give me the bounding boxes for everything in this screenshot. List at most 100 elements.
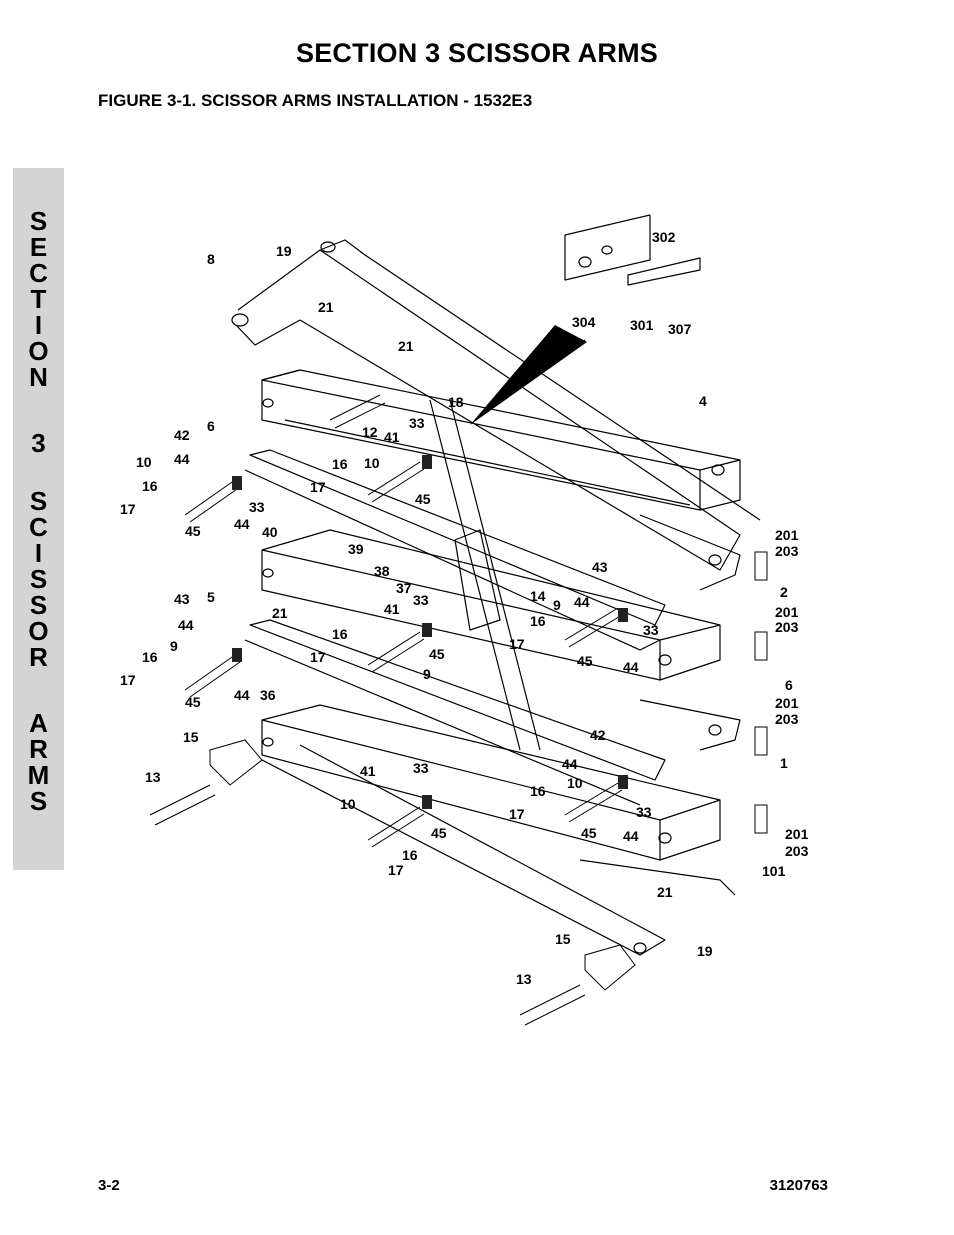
callout: 9 (423, 666, 431, 682)
side-tab-letter: A (29, 708, 48, 738)
callout: 45 (185, 523, 201, 539)
side-tab-letter: 3 (31, 428, 46, 458)
callout: 10 (364, 455, 380, 471)
callout: 37 (396, 580, 412, 596)
callout: 16 (332, 456, 348, 472)
figure-title: FIGURE 3-1. SCISSOR ARMS INSTALLATION - … (98, 91, 533, 110)
callout: 44 (623, 659, 639, 675)
callout: 16 (402, 847, 418, 863)
side-tab-letter: S (29, 486, 48, 516)
callout: 201 (785, 826, 809, 842)
callout: 101 (762, 863, 786, 879)
pin-parts (149, 394, 636, 1026)
callout: 21 (398, 338, 414, 354)
callout: 10 (136, 454, 152, 470)
side-tab-letter: E (29, 232, 48, 262)
callout: 41 (360, 763, 376, 779)
callout: 44 (623, 828, 639, 844)
callout: 201 (775, 527, 799, 543)
callout: 44 (178, 617, 194, 633)
callout: 9 (170, 638, 178, 654)
side-tab-letter: M (27, 760, 50, 790)
callout: 33 (413, 760, 429, 776)
callout: 45 (581, 825, 597, 841)
callout: 2 (780, 584, 788, 600)
callout-labels: 19 8 21 302 304 301 307 21 18 4 42 6 33 … (120, 229, 809, 987)
callout: 203 (785, 843, 809, 859)
side-tab-letter: C (29, 258, 48, 288)
callout: 4 (699, 393, 707, 409)
callout: 9 (553, 597, 561, 613)
callout: 12 (362, 424, 378, 440)
side-tab-letter: S (29, 786, 48, 816)
callout: 201 (775, 695, 799, 711)
callout: 17 (310, 649, 326, 665)
callout: 21 (272, 605, 288, 621)
callout: 16 (142, 649, 158, 665)
callout: 21 (657, 884, 673, 900)
side-tab-letter: S (29, 206, 48, 236)
spring-washers (232, 455, 628, 809)
callout: 14 (530, 588, 546, 604)
callout: 6 (785, 677, 793, 693)
callout: 16 (530, 783, 546, 799)
callout: 43 (592, 559, 608, 575)
callout: 42 (590, 727, 606, 743)
detail-pointer-arrow (470, 325, 587, 425)
page-title: SECTION 3 SCISSOR ARMS (296, 38, 658, 68)
callout: 44 (562, 756, 578, 772)
callout: 44 (234, 516, 250, 532)
callout: 38 (374, 563, 390, 579)
callout: 10 (340, 796, 356, 812)
callout: 43 (174, 591, 190, 607)
side-tab-letter: S (29, 590, 48, 620)
section-side-tab: S E C T I O N 3 S C I S S O R A R M S (13, 168, 64, 870)
callout: 6 (207, 418, 215, 434)
side-tab-letter: T (30, 284, 47, 314)
wear-pads (754, 551, 768, 834)
callout: 18 (448, 394, 464, 410)
callout: 16 (530, 613, 546, 629)
callout: 16 (142, 478, 158, 494)
callout: 17 (388, 862, 404, 878)
callout: 45 (431, 825, 447, 841)
page-number: 3-2 (98, 1177, 120, 1194)
callout: 45 (429, 646, 445, 662)
side-tab-letter: I (34, 538, 43, 568)
callout: 15 (555, 931, 571, 947)
callout: 41 (384, 601, 400, 617)
callout: 17 (120, 672, 136, 688)
callout: 302 (652, 229, 676, 245)
callout: 44 (574, 594, 590, 610)
callout: 1 (780, 755, 788, 771)
callout: 33 (413, 592, 429, 608)
callout: 10 (567, 775, 583, 791)
callout: 15 (183, 729, 199, 745)
callout: 19 (697, 943, 713, 959)
callout: 203 (775, 711, 799, 727)
callout: 33 (636, 804, 652, 820)
callout: 5 (207, 589, 215, 605)
callout: 45 (577, 653, 593, 669)
callout: 8 (207, 251, 215, 267)
callout: 16 (332, 626, 348, 642)
callout: 33 (249, 499, 265, 515)
callout: 19 (276, 243, 292, 259)
side-tab-letter: I (34, 310, 43, 340)
callout: 17 (310, 479, 326, 495)
callout: 13 (145, 769, 161, 785)
callout: 45 (185, 694, 201, 710)
callout: 17 (120, 501, 136, 517)
document-number: 3120763 (769, 1177, 828, 1194)
side-tab-letter: S (29, 564, 48, 594)
callout: 42 (174, 427, 190, 443)
side-tab-letter: R (29, 734, 48, 764)
callout: 33 (643, 622, 659, 638)
callout: 44 (174, 451, 190, 467)
callout: 36 (260, 687, 276, 703)
callout: 44 (234, 687, 250, 703)
callout: 17 (509, 636, 525, 652)
callout: 39 (348, 541, 364, 557)
callout: 203 (775, 543, 799, 559)
